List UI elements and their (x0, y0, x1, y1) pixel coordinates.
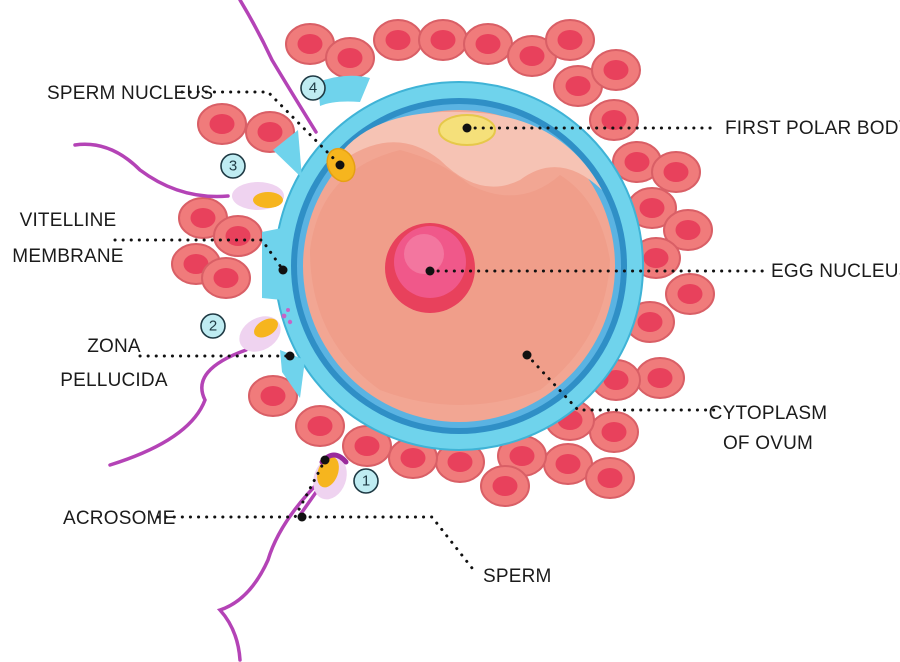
egg-nucleus (385, 223, 475, 313)
svg-text:1: 1 (362, 473, 370, 490)
label-vitelline-line2: MEMBRANE (12, 246, 123, 267)
label-vitelline-line1: VITELLINE (20, 210, 117, 231)
step-badge-2: 2 (200, 313, 226, 339)
svg-text:4: 4 (309, 80, 317, 97)
label-acrosome: ACROSOME (63, 508, 175, 529)
sperm-3-head (232, 182, 284, 210)
label-egg-nucleus: EGG NUCLEUS (771, 261, 900, 282)
label-zona-line2: PELLUCIDA (60, 370, 168, 391)
step-badge-4: 4 (300, 75, 326, 101)
label-cytoplasm-line2: OF OVUM (723, 433, 813, 454)
svg-text:3: 3 (229, 158, 237, 175)
label-cytoplasm-line1: CYTOPLASM (709, 403, 828, 424)
label-zona-line1: ZONA (87, 336, 141, 357)
svg-text:2: 2 (209, 318, 217, 335)
step-badge-3: 3 (220, 153, 246, 179)
label-sperm-nucleus: SPERM NUCLEUS (47, 83, 213, 104)
label-first-polar-body: FIRST POLAR BODY (725, 118, 900, 139)
sperm-2-head (239, 308, 293, 352)
step-badge-1: 1 (353, 468, 379, 494)
label-sperm: SPERM (483, 566, 552, 587)
leader-lines (113, 90, 767, 570)
